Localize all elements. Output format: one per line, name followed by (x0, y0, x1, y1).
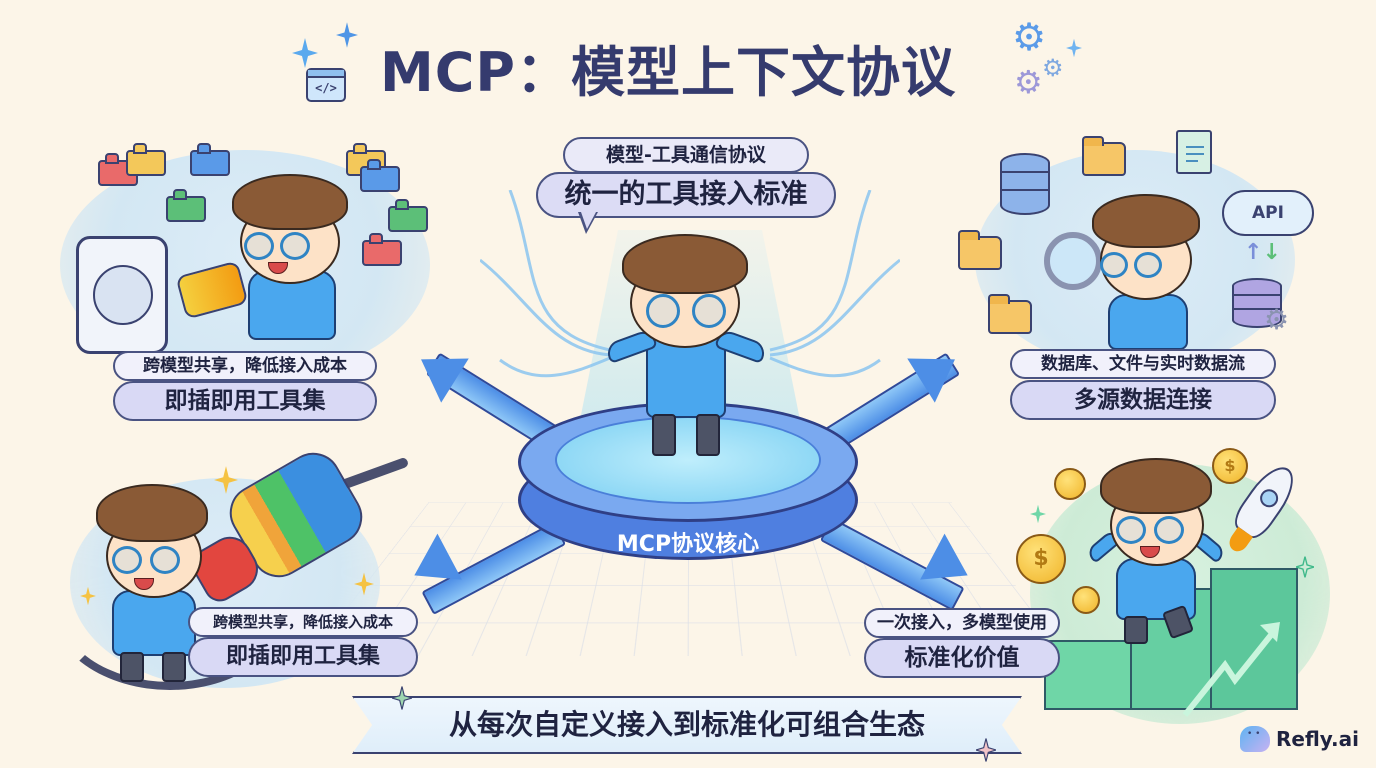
sparkle-icon (336, 22, 358, 48)
top-right-subtitle: 数据库、文件与实时数据流 (1010, 349, 1276, 379)
character-top-right (1086, 190, 1206, 350)
top-left-label: 即插即用工具集 (113, 381, 377, 421)
data-stream-lines (480, 190, 900, 378)
coin-icon: $ (1212, 448, 1248, 484)
stairs-icon (1210, 568, 1298, 710)
sparkle-icon (214, 466, 238, 494)
coin-icon (1072, 586, 1100, 614)
brand-name: Refly.ai (1276, 727, 1359, 751)
code-window-icon: </> (306, 68, 346, 102)
refly-logo-icon (1240, 726, 1270, 752)
bottom-right-label: 标准化价值 (864, 638, 1060, 678)
coin-icon (1054, 468, 1086, 500)
document-icon (1176, 130, 1212, 174)
top-left-subtitle: 跨模型共享，降低接入成本 (113, 351, 377, 381)
gear-icon: ⚙ (1264, 303, 1290, 336)
center-character (596, 234, 776, 464)
lego-block-icon (126, 143, 166, 176)
folder-icon (988, 294, 1032, 334)
lego-block-icon (166, 189, 206, 222)
sparkle-icon (292, 38, 318, 68)
lego-block-icon (360, 159, 400, 192)
coin-icon: $ (1016, 534, 1066, 584)
speech-tail-fill (581, 212, 596, 229)
bottom-left-label: 即插即用工具集 (188, 637, 418, 677)
sparkle-icon (80, 586, 96, 606)
character-bottom-right (1085, 458, 1227, 648)
api-cloud-icon: API (1222, 190, 1314, 236)
speech-subtitle: 模型-工具通信协议 (563, 137, 809, 173)
brand: Refly.ai (1240, 726, 1359, 752)
sparkle-icon (976, 738, 996, 762)
cable-icon (50, 520, 290, 690)
bottom-right-subtitle: 一次接入，多模型使用 (864, 608, 1060, 638)
gear-icon: ⚙ (1012, 15, 1047, 59)
bottom-left-subtitle: 跨模型共享，降低接入成本 (188, 607, 418, 637)
gear-icon: ⚙ (1014, 63, 1043, 101)
sparkle-icon (354, 572, 374, 596)
folder-icon (958, 230, 1002, 270)
database-icon (1232, 278, 1282, 328)
banner-text: 从每次自定义接入到标准化可组合生态 (448, 708, 925, 741)
platform-glow (555, 416, 821, 504)
lego-block-icon (362, 233, 402, 266)
magnifier-icon (1044, 232, 1102, 290)
sparkle-icon (1030, 504, 1046, 524)
character-top-left (220, 170, 360, 340)
gear-icon: ⚙ (1042, 54, 1064, 82)
speech-main: 统一的工具接入标准 (536, 172, 836, 218)
database-icon (1000, 153, 1050, 215)
growth-arrow-icon (1182, 622, 1280, 717)
platform-label: MCP协议核心 (616, 532, 760, 557)
lego-block-icon (388, 199, 428, 232)
sparkle-icon (1296, 556, 1314, 578)
bottom-banner (352, 696, 1022, 754)
character-bottom-left (92, 480, 212, 690)
top-right-label: 多源数据连接 (1010, 380, 1276, 420)
sparkle-icon (392, 686, 412, 710)
folder-icon (1082, 136, 1126, 176)
sparkle-icon (1066, 38, 1082, 58)
power-socket-icon (76, 236, 168, 354)
lego-block-icon (190, 143, 230, 176)
page-title: MCP：模型上下文协议 (380, 41, 956, 104)
sync-arrows-icon: ↑↓ (1244, 240, 1281, 265)
